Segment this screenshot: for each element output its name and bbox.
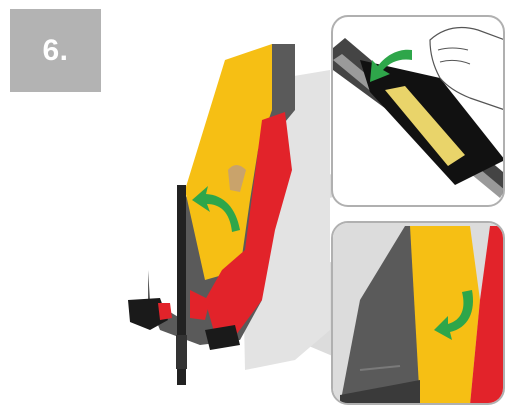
zoom-detail-bottom bbox=[332, 222, 505, 405]
jacket-buckle-red bbox=[158, 303, 172, 320]
zipper-pull bbox=[176, 335, 187, 369]
zoom-detail-top bbox=[332, 16, 508, 206]
